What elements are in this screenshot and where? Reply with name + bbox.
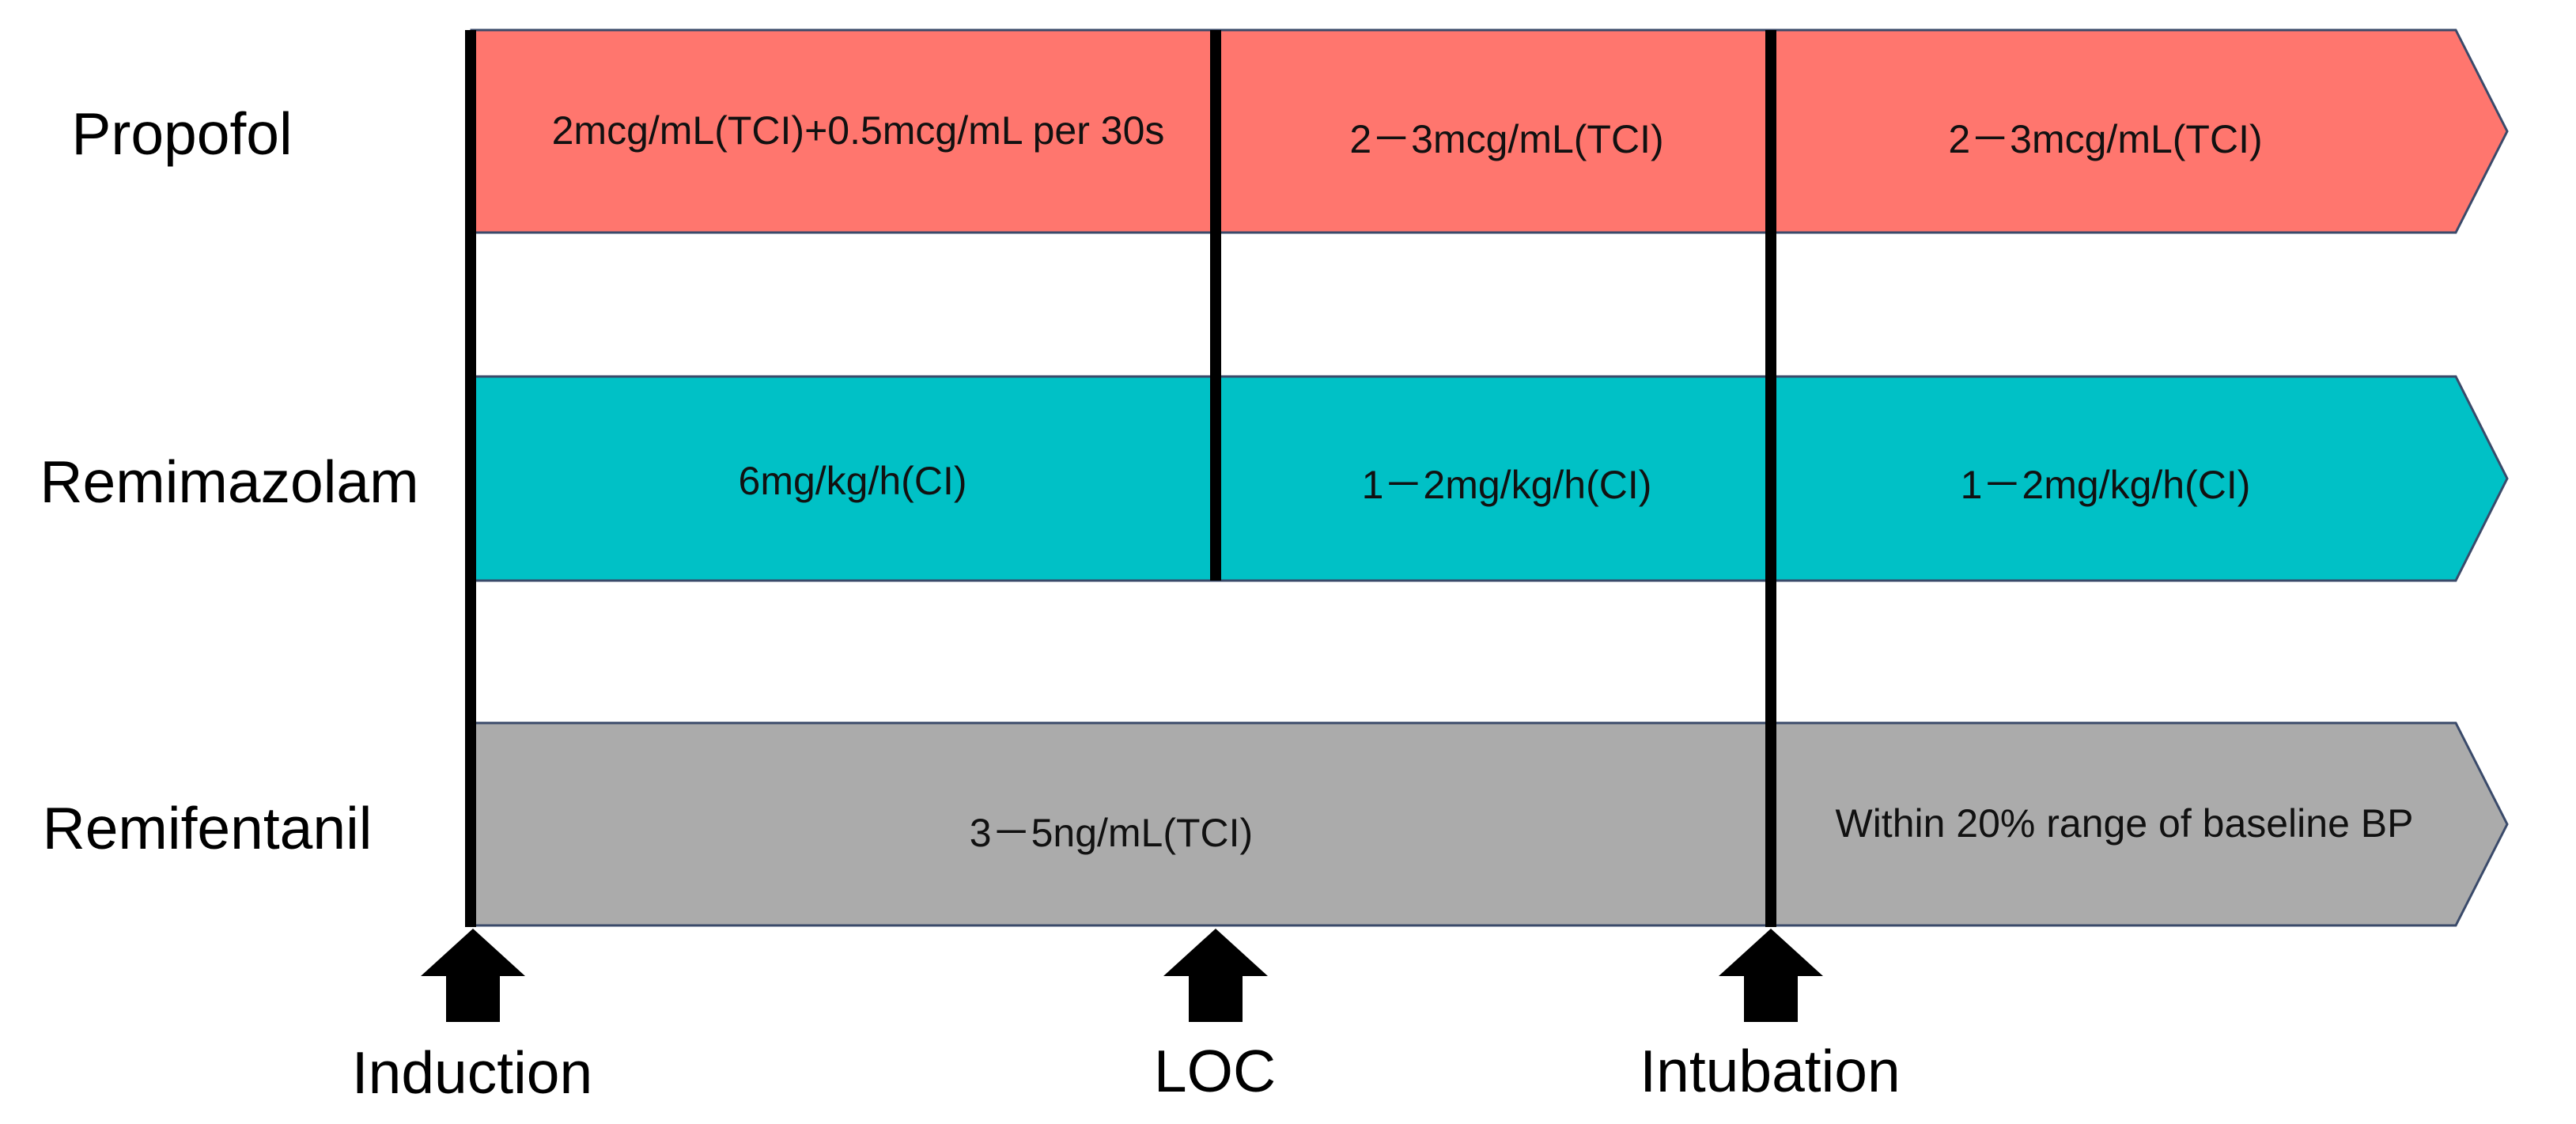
induction-line <box>465 30 476 927</box>
drug-label-remimazolam: Remimazolam <box>40 448 418 515</box>
row-remimazolam: Remimazolam 6mg/kg/h(CI) 1－2mg/kg/h(CI) … <box>40 375 2509 582</box>
event-arrows <box>421 929 1823 1022</box>
event-lines <box>465 30 1776 927</box>
row-remifentanil: Remifentanil 3－5ng/mL(TCI) Within 20% ra… <box>43 721 2509 927</box>
intubation-line <box>1765 30 1776 927</box>
propofol-segment-1: 2mcg/mL(TCI)+0.5mcg/mL per 30s <box>552 108 1165 153</box>
remimazolam-segment-1: 6mg/kg/h(CI) <box>739 459 967 503</box>
drug-label-propofol: Propofol <box>71 100 292 167</box>
remimazolam-segment-3: 1－2mg/kg/h(CI) <box>1961 463 2251 507</box>
loc-line <box>1210 30 1221 581</box>
remifentanil-segment-2: Within 20% range of baseline BP <box>1836 801 2414 846</box>
propofol-segment-3: 2－3mcg/mL(TCI) <box>1948 117 2262 161</box>
intubation-arrow-icon <box>1719 929 1823 1022</box>
event-labels: Induction LOC Intubation <box>352 1038 1901 1106</box>
loc-arrow-icon <box>1163 929 1268 1022</box>
drug-label-remifentanil: Remifentanil <box>43 795 373 861</box>
row-propofol: Propofol 2mcg/mL(TCI)+0.5mcg/mL per 30s … <box>71 28 2509 234</box>
propofol-segment-2: 2－3mcg/mL(TCI) <box>1349 117 1663 161</box>
event-label-intubation: Intubation <box>1640 1038 1900 1104</box>
induction-arrow-icon <box>421 929 525 1022</box>
event-label-induction: Induction <box>352 1039 592 1106</box>
event-label-loc: LOC <box>1154 1038 1276 1104</box>
remimazolam-segment-2: 1－2mg/kg/h(CI) <box>1362 463 1652 507</box>
remifentanil-segment-1: 3－5ng/mL(TCI) <box>970 811 1253 855</box>
